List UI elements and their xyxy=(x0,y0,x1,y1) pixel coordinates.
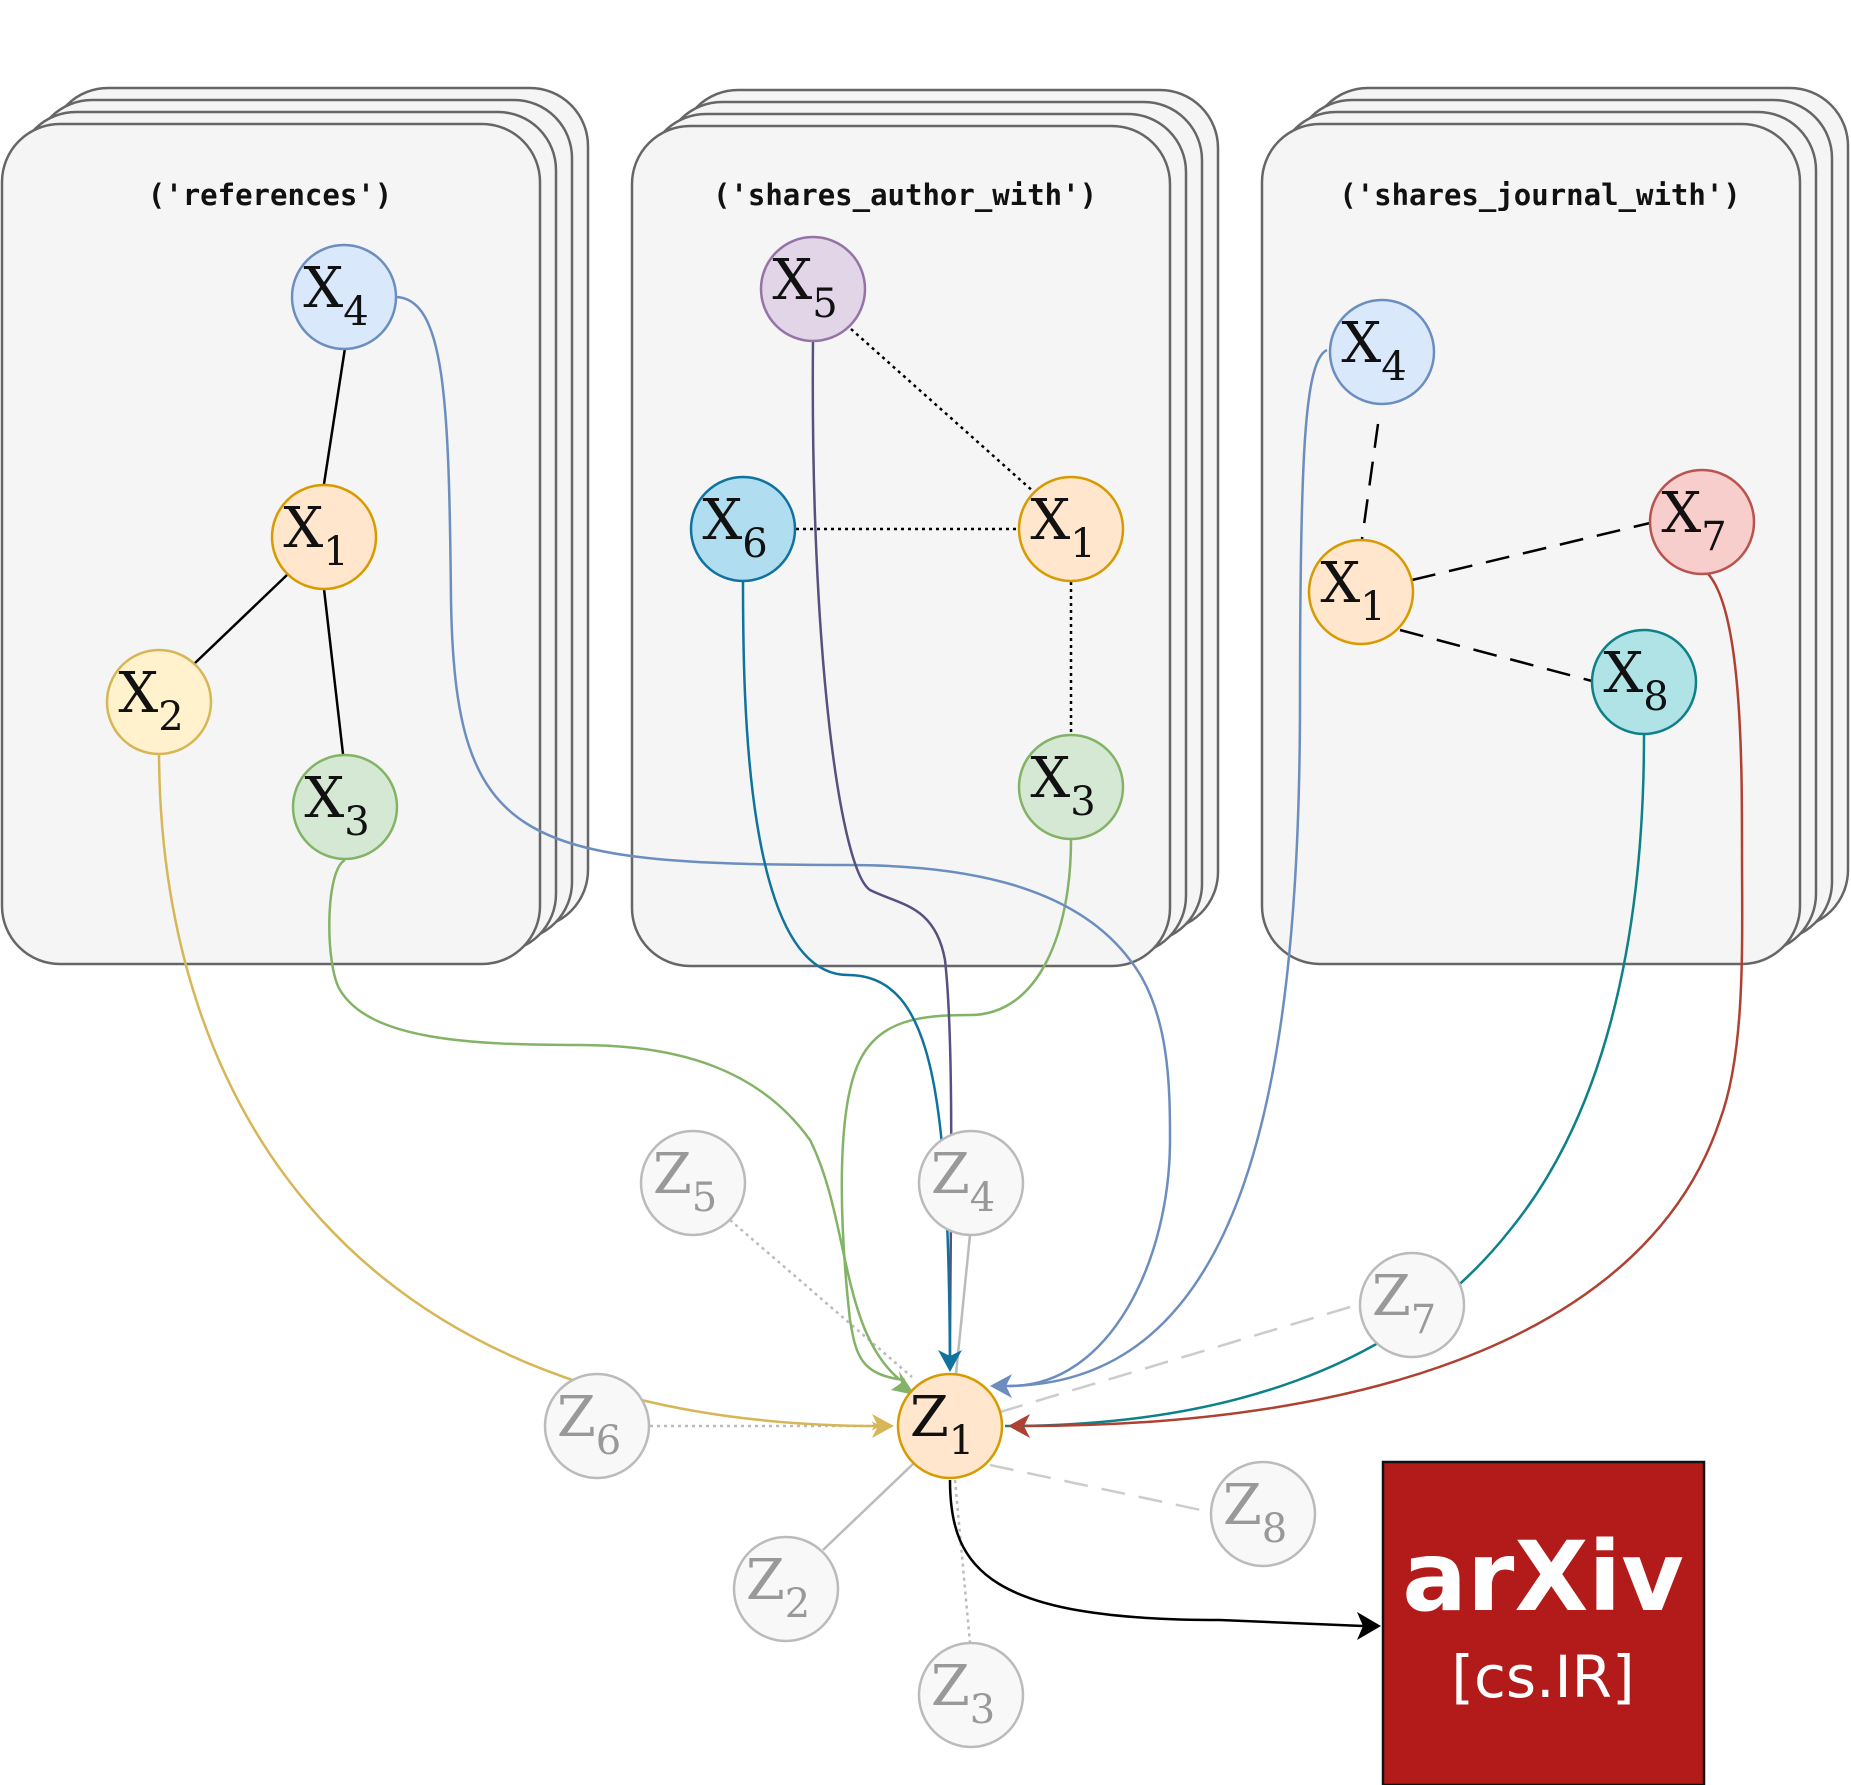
node-z8: Z8 xyxy=(1209,1460,1317,1568)
node-jour-x8: X8 xyxy=(1590,628,1698,736)
svg-text:X2: X2 xyxy=(118,661,183,740)
edge-ref-x1-x2 xyxy=(193,573,289,665)
node-auth-x6: X6 xyxy=(689,475,797,583)
edges-shares-journal-with xyxy=(1360,423,1651,683)
svg-text:X1: X1 xyxy=(283,496,348,575)
arrow-auth-x3-to-z1 xyxy=(840,839,1073,1382)
edge-z1-z7 xyxy=(999,1305,1351,1414)
node-ref-x4: X4 xyxy=(290,243,398,351)
edge-ref-x4-x1 xyxy=(322,347,347,485)
edges-shares-author-with xyxy=(796,328,1073,734)
edge-jour-x1-x8 xyxy=(1399,628,1593,683)
arrowhead-black xyxy=(1357,1612,1381,1640)
nodes-shares-journal-with: X4 X1 X7 X8 xyxy=(1307,298,1756,736)
node-auth-x5: X5 xyxy=(759,235,867,343)
edge-z1-z3 xyxy=(953,1479,972,1644)
arrowhead-red xyxy=(1008,1414,1030,1438)
svg-text:Z1: Z1 xyxy=(910,1385,974,1464)
svg-text:X4: X4 xyxy=(303,256,368,335)
arrow-ref-x3-to-z1 xyxy=(328,858,901,1381)
arrowhead-teal-dark xyxy=(938,1350,962,1372)
node-z2: Z2 xyxy=(732,1535,840,1643)
arrowhead-green xyxy=(891,1371,915,1395)
node-jour-x7: X7 xyxy=(1648,468,1756,576)
edge-z1-z2 xyxy=(822,1463,914,1551)
node-ref-x2: X2 xyxy=(105,648,213,756)
arrow-jour-x7-to-z1 xyxy=(1024,569,1744,1428)
svg-text:Z3: Z3 xyxy=(931,1654,995,1733)
node-z4: Z4 xyxy=(917,1129,1025,1237)
arrowheads xyxy=(872,1350,1381,1640)
svg-text:Z2: Z2 xyxy=(746,1548,810,1627)
arrowhead-yellow xyxy=(872,1414,894,1438)
node-ref-x3: X3 xyxy=(291,753,399,861)
svg-text:X6: X6 xyxy=(702,488,767,567)
nodes-references: X4 X1 X2 X3 xyxy=(105,243,399,861)
svg-text:Z7: Z7 xyxy=(1372,1264,1436,1343)
panel-shares-journal-with: ('shares_journal_with') xyxy=(1260,86,1850,966)
node-auth-x3: X3 xyxy=(1017,733,1125,841)
nodes-shares-author-with: X5 X6 X1 X3 xyxy=(689,235,1125,841)
arrow-ref-x2-to-z1 xyxy=(157,748,881,1431)
svg-text:X8: X8 xyxy=(1603,641,1668,720)
node-z5: Z5 xyxy=(639,1129,747,1237)
edge-z1-z8 xyxy=(989,1463,1211,1514)
panel-title-shares-author-with: ('shares_author_with') xyxy=(713,178,1097,212)
arrow-jour-x4-to-z1 xyxy=(1004,348,1328,1388)
svg-text:Z8: Z8 xyxy=(1223,1473,1287,1552)
edge-jour-x1-x7 xyxy=(1411,521,1651,582)
aggregation-arrows xyxy=(157,295,1744,1628)
node-jour-x4: X4 xyxy=(1328,298,1436,406)
svg-text:Z5: Z5 xyxy=(653,1142,717,1221)
svg-text:X7: X7 xyxy=(1661,481,1726,560)
svg-text:Z4: Z4 xyxy=(931,1142,995,1221)
arxiv-logo-text: arXiv xyxy=(1402,1521,1684,1633)
svg-text:X3: X3 xyxy=(1030,746,1095,825)
node-ref-x1: X1 xyxy=(270,483,378,591)
arxiv-category: [cs.IR] xyxy=(1451,1643,1634,1711)
edge-z1-z4 xyxy=(954,1234,972,1375)
svg-text:X1: X1 xyxy=(1030,488,1095,567)
node-z1: Z1 xyxy=(896,1372,1004,1480)
node-z3: Z3 xyxy=(917,1641,1025,1749)
node-jour-x1: X1 xyxy=(1307,538,1415,646)
arrow-jour-x8-to-z1 xyxy=(1004,734,1646,1428)
svg-text:X3: X3 xyxy=(304,766,369,845)
edge-auth-x5-x1 xyxy=(850,328,1036,494)
svg-text:X4: X4 xyxy=(1341,311,1406,390)
panel-title-references: ('references') xyxy=(148,178,392,212)
node-auth-x1: X1 xyxy=(1017,475,1125,583)
nodes-embedding: Z5 Z4 Z7 Z6 Z8 Z2 Z3 Z1 xyxy=(543,1129,1466,1749)
node-z6: Z6 xyxy=(543,1372,651,1480)
arrowhead-blue xyxy=(990,1374,1012,1398)
node-z7: Z7 xyxy=(1358,1251,1466,1359)
svg-text:X1: X1 xyxy=(1320,551,1385,630)
svg-text:Z6: Z6 xyxy=(557,1385,621,1464)
arrow-z1-to-arxiv xyxy=(948,1479,1364,1628)
edge-ref-x1-x3 xyxy=(322,588,345,755)
arrow-ref-x4-to-z1 xyxy=(394,295,1172,1388)
arxiv-logo: arXiv [cs.IR] xyxy=(1381,1460,1706,1785)
edges-references xyxy=(193,347,347,755)
edge-jour-x4-x1 xyxy=(1360,423,1380,540)
edge-z1-z5 xyxy=(729,1219,913,1378)
panel-title-shares-journal-with: ('shares_journal_with') xyxy=(1339,178,1741,212)
svg-text:X5: X5 xyxy=(772,248,837,327)
